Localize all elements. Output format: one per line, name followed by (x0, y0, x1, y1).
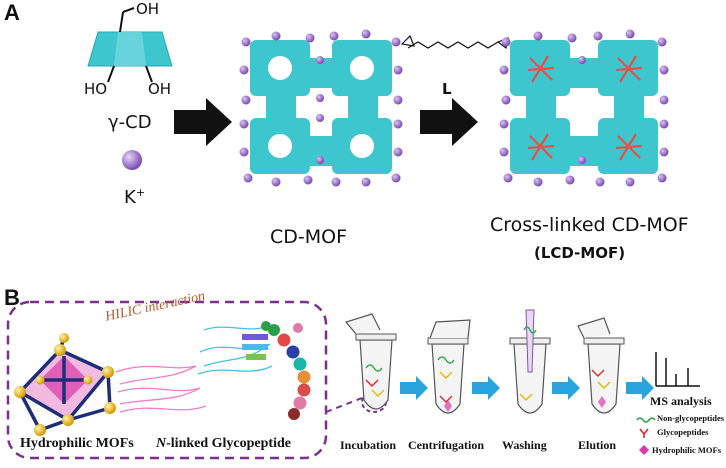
zoom-connector (325, 397, 363, 413)
panel-a-label: A (4, 0, 20, 25)
tube-incubation (344, 313, 397, 410)
legend-mofs-label: Hydrophilic MOFs (652, 445, 722, 455)
mof-legend-icon (639, 445, 649, 455)
legend-glyco-label: Glycopeptides (657, 427, 709, 437)
cd-mof-lattice (239, 29, 403, 187)
hydrophilic-mofs-label: Hydrophilic MOFs (20, 436, 134, 451)
lcd-mof-label: (LCD-MOF) (534, 244, 626, 262)
gamma-cd-label: γ-CD (108, 112, 152, 133)
potassium-symbol: K (124, 187, 136, 208)
oh-right-label: OH (148, 80, 172, 98)
step-centrifugation-label: Centrifugation (408, 438, 484, 452)
potassium-sphere (122, 150, 142, 170)
lcd-mof-lattice (499, 29, 669, 187)
step-elution-label: Elution (578, 438, 617, 452)
linker-l-label: L (442, 80, 452, 98)
oh-top-label: OH (136, 0, 160, 18)
ho-left-label: HO (84, 80, 108, 98)
legend-non-glyco-label: Non-glycopeptides (657, 413, 725, 423)
glycopeptide-legend-icon (639, 428, 649, 438)
arrow-icon (420, 98, 478, 146)
step-incubation-label: Incubation (340, 438, 397, 452)
hydrophilic-mof-cage (14, 333, 116, 436)
step-washing-label: Washing (502, 438, 547, 452)
glycopeptide-chain (242, 321, 311, 420)
tube-washing (509, 309, 551, 414)
panel-b-label: B (4, 285, 20, 310)
arrow-icon (174, 98, 232, 146)
step-arrows (400, 376, 654, 400)
crosslinked-label: Cross-linked CD-MOF (490, 214, 689, 236)
gamma-cd-structure (87, 7, 173, 83)
tube-centrifugation (427, 319, 471, 414)
n-linked-glycopeptide-label: N-linked Glycopeptide (156, 436, 291, 452)
ms-analysis-label: MS analysis (650, 394, 712, 408)
glyco-label-rest: -linked Glycopeptide (166, 436, 291, 451)
n-italic: N (156, 436, 167, 451)
ms-spectrum-icon (655, 352, 700, 387)
potassium-label: K+ (124, 186, 145, 208)
non-glycopeptide-legend-icon (636, 417, 656, 423)
tube-elution (577, 317, 625, 414)
cd-mof-label: CD-MOF (270, 226, 348, 248)
mof-glycopeptide-box (6, 300, 328, 460)
linker-molecule (400, 34, 509, 50)
potassium-charge: + (135, 186, 146, 199)
